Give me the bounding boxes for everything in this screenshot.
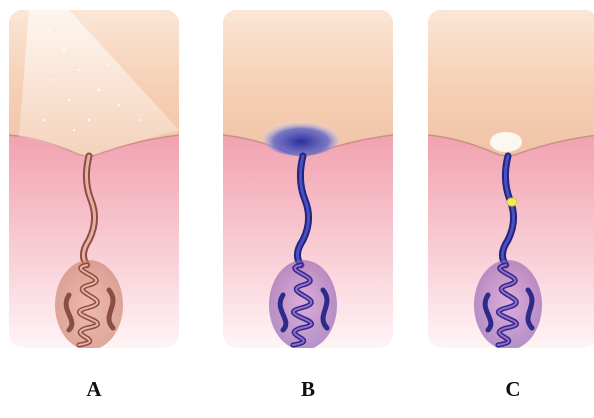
panel-label-a: A (9, 377, 179, 402)
panel-b-illustration (223, 10, 393, 348)
duct-plug (507, 198, 517, 206)
blue-stain-spot (263, 120, 339, 156)
sweat-gland-diagram-b (223, 10, 393, 348)
panel-label-c: C (428, 377, 594, 402)
white-surface-spot (490, 132, 522, 152)
panel-a-illustration (9, 10, 179, 348)
sweat-gland-diagram-a (9, 10, 179, 348)
sweat-gland-diagram-c (428, 10, 594, 348)
panel-c-illustration (428, 10, 594, 348)
panel-label-b: B (223, 377, 393, 402)
